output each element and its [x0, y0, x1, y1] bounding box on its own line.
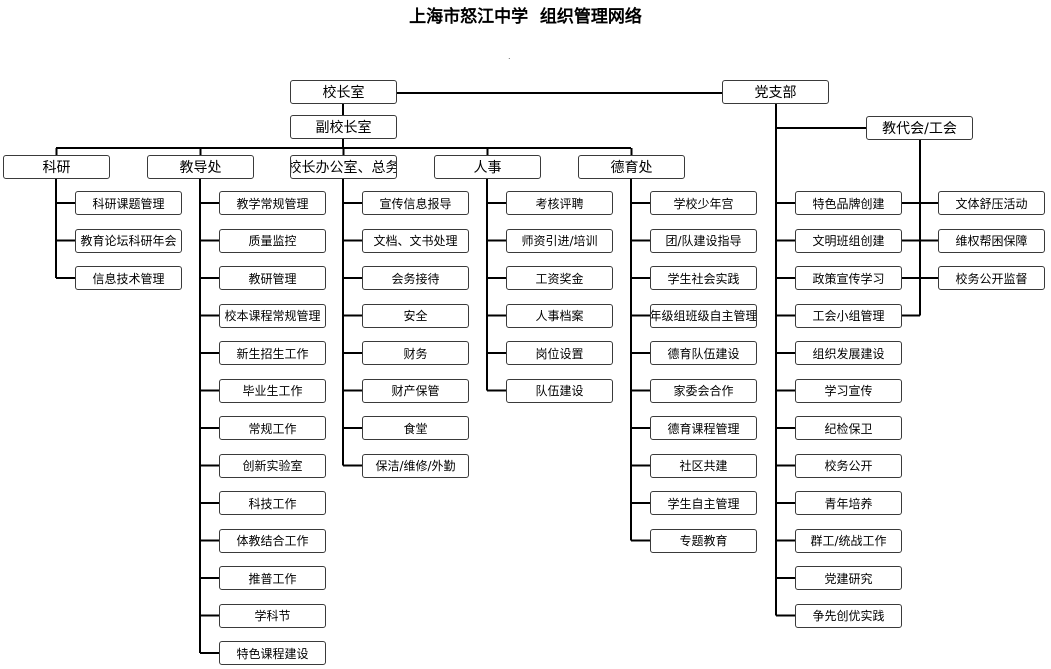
- dept-keyan: 科研: [3, 155, 110, 179]
- renshi-item: 考核评聘: [506, 191, 613, 215]
- renshi-item: 人事档案: [506, 303, 613, 328]
- jiaodao-item: 质量监控: [219, 228, 326, 253]
- jiaodao-item: 学科节: [219, 603, 326, 628]
- node-congress: 教代会/工会: [866, 116, 973, 140]
- deyu-item: 德育课程管理: [650, 416, 757, 440]
- office-item: 保洁/维修/外勤: [362, 453, 469, 478]
- congress-item: 文体舒压活动: [938, 191, 1045, 215]
- deyu-item: 家委会合作: [650, 378, 757, 403]
- office-item: 安全: [362, 303, 469, 328]
- deyu-item: 专题教育: [650, 528, 757, 553]
- node-party: 党支部: [722, 80, 829, 104]
- office-item: 宣传信息报导: [362, 191, 469, 215]
- party-item: 特色品牌创建: [795, 191, 902, 215]
- keyan-item: 教育论坛科研年会: [75, 228, 182, 253]
- jiaodao-item: 创新实验室: [219, 453, 326, 478]
- jiaodao-item: 教研管理: [219, 266, 326, 290]
- jiaodao-item: 常规工作: [219, 416, 326, 440]
- node-principal: 校长室: [290, 80, 397, 104]
- keyan-item: 信息技术管理: [75, 266, 182, 290]
- renshi-item: 工资奖金: [506, 266, 613, 290]
- deyu-item: 社区共建: [650, 453, 757, 478]
- congress-item: 维权帮困保障: [938, 228, 1045, 253]
- jiaodao-item: 教学常规管理: [219, 191, 326, 215]
- deyu-item: 学生社会实践: [650, 266, 757, 290]
- jiaodao-item: 新生招生工作: [219, 341, 326, 365]
- office-item: 财产保管: [362, 378, 469, 403]
- party-item: 争先创优实践: [795, 603, 902, 628]
- jiaodao-item: 科技工作: [219, 491, 326, 515]
- party-item: 组织发展建设: [795, 341, 902, 365]
- deyu-item: 团/队建设指导: [650, 228, 757, 253]
- stray-dot: .: [508, 52, 511, 61]
- party-item: 学习宣传: [795, 378, 902, 403]
- party-item: 工会小组管理: [795, 303, 902, 328]
- office-item: 财务: [362, 341, 469, 365]
- office-item: 会务接待: [362, 266, 469, 290]
- party-item: 纪检保卫: [795, 416, 902, 440]
- jiaodao-item: 特色课程建设: [219, 641, 326, 665]
- dept-renshi: 人事: [434, 155, 541, 179]
- deyu-item: 年级组班级自主管理: [650, 303, 757, 328]
- dept-office: 校长办公室、总务: [290, 155, 397, 179]
- keyan-item: 科研课题管理: [75, 191, 182, 215]
- jiaodao-item: 推普工作: [219, 566, 326, 590]
- node-vice-principal: 副校长室: [290, 115, 397, 139]
- party-item: 政策宣传学习: [795, 266, 902, 290]
- party-item: 党建研究: [795, 566, 902, 590]
- renshi-item: 师资引进/培训: [506, 228, 613, 253]
- party-item: 群工/统战工作: [795, 528, 902, 553]
- deyu-item: 学生自主管理: [650, 491, 757, 515]
- dept-deyu: 德育处: [578, 155, 685, 179]
- deyu-item: 德育队伍建设: [650, 341, 757, 365]
- deyu-item: 学校少年宫: [650, 191, 757, 215]
- party-item: 青年培养: [795, 491, 902, 515]
- congress-item: 校务公开监督: [938, 266, 1045, 290]
- office-item: 文档、文书处理: [362, 228, 469, 253]
- renshi-item: 岗位设置: [506, 341, 613, 365]
- jiaodao-item: 毕业生工作: [219, 378, 326, 403]
- dept-jiaodao: 教导处: [147, 155, 254, 179]
- office-item: 食堂: [362, 416, 469, 440]
- page-title: 上海市怒江中学 组织管理网络: [409, 7, 642, 27]
- party-item: 校务公开: [795, 453, 902, 478]
- jiaodao-item: 体教结合工作: [219, 528, 326, 553]
- jiaodao-item: 校本课程常规管理: [219, 303, 326, 328]
- renshi-item: 队伍建设: [506, 378, 613, 403]
- party-item: 文明班组创建: [795, 228, 902, 253]
